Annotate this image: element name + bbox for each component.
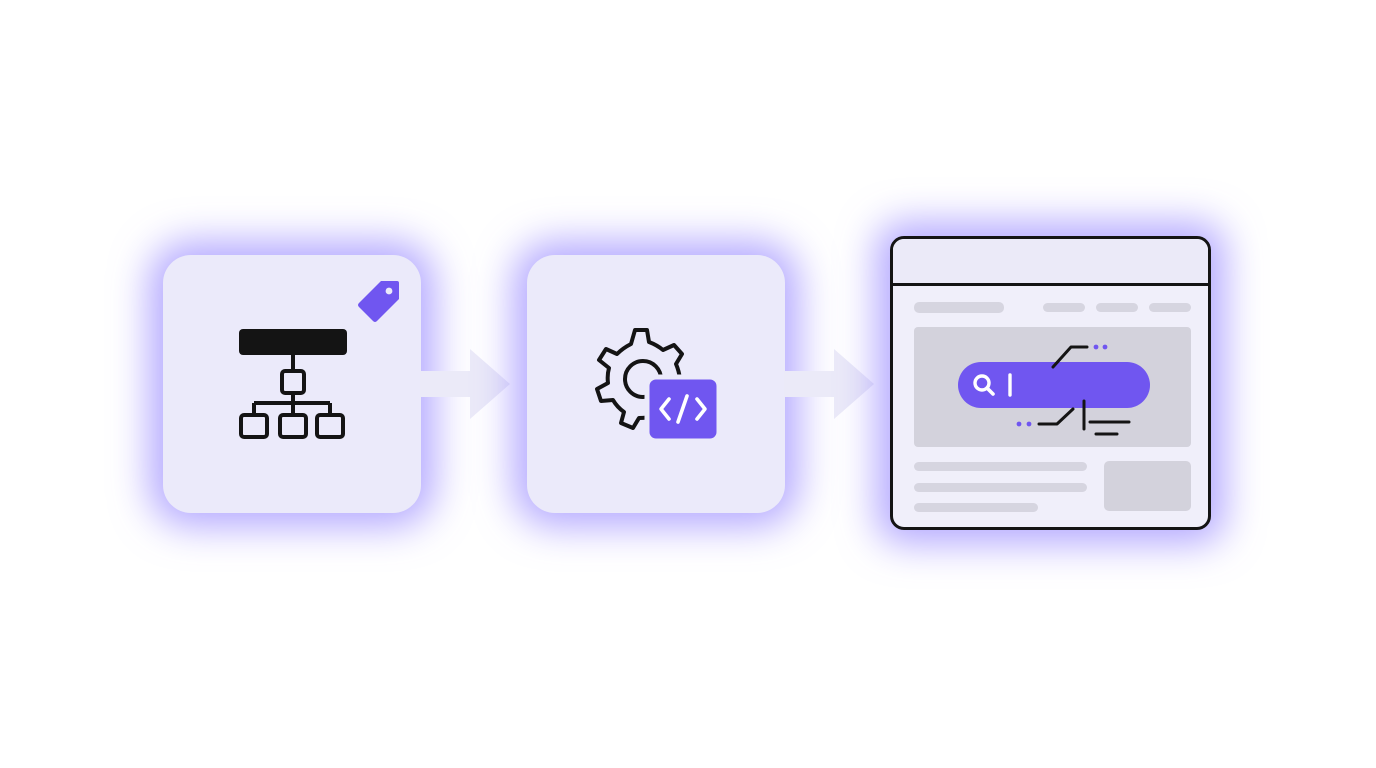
arrow-right-icon — [420, 349, 510, 419]
nav-logo-placeholder — [914, 302, 1004, 313]
search-bar — [958, 362, 1150, 408]
nav-link-placeholder — [1043, 303, 1085, 312]
signal-lines — [1016, 344, 1131, 436]
site-structure-card — [163, 255, 421, 513]
code-icon — [644, 374, 722, 444]
tag-icon — [358, 281, 399, 322]
search-icon — [973, 374, 995, 396]
text-line-placeholder — [914, 503, 1038, 512]
text-cursor-icon — [1008, 373, 1012, 397]
nav-link-placeholder — [1149, 303, 1191, 312]
sitemap-icon — [239, 329, 347, 439]
image-placeholder — [1104, 461, 1191, 511]
processing-card — [527, 255, 785, 513]
text-line-placeholder — [914, 483, 1087, 492]
text-line-placeholder — [914, 462, 1087, 471]
browser-window-icon — [890, 236, 1211, 530]
browser-titlebar — [893, 239, 1208, 286]
arrow-right-icon — [784, 349, 874, 419]
nav-link-placeholder — [1096, 303, 1138, 312]
